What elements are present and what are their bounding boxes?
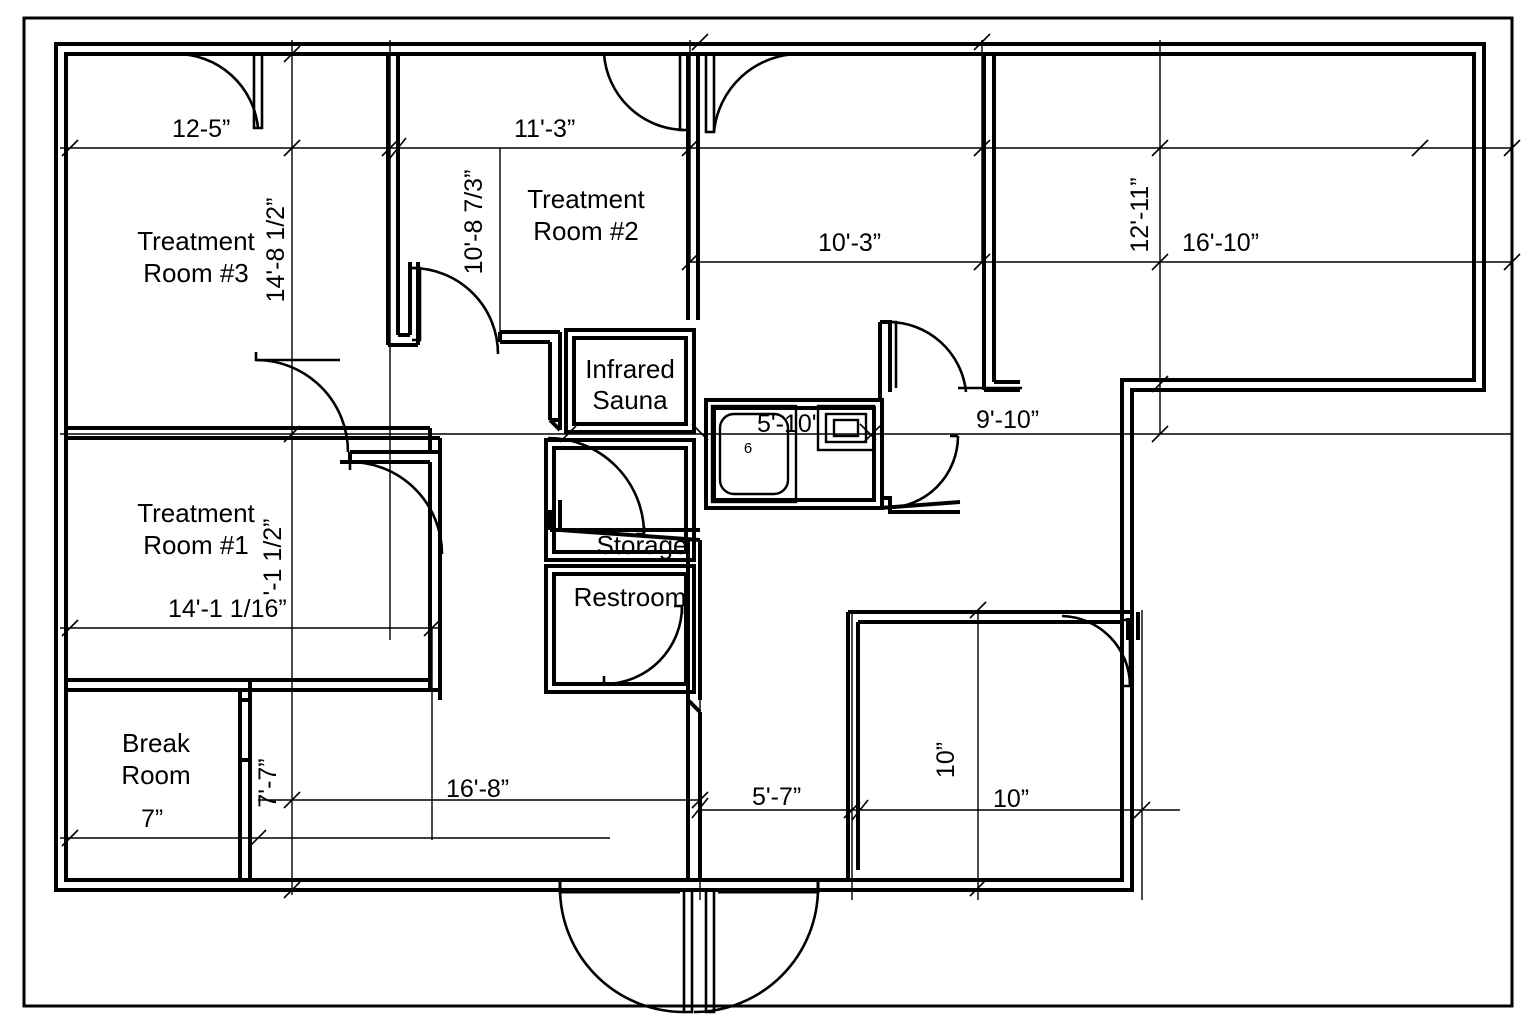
dim-right-room-height: 12'-11”	[1126, 177, 1154, 252]
door-hall-left	[254, 352, 350, 453]
plumbing-fixtures	[710, 404, 876, 504]
door-storage	[547, 436, 646, 536]
fixture-labels: 6	[744, 440, 752, 457]
dim-lower-right-width: 10”	[993, 785, 1029, 813]
door-main-entry-double	[558, 760, 820, 1014]
door-restroom	[602, 604, 684, 686]
room-label-break-room-line1: Break	[122, 728, 191, 758]
door-right-corridor-upper	[887, 320, 1022, 393]
room-label-treatment-room-3-line1: Treatment	[137, 226, 255, 256]
room-label-break-room-line2: Room	[121, 760, 190, 790]
doors	[175, 52, 1132, 1014]
dim-corridor-right-width: 9'-10”	[976, 406, 1039, 434]
room-label-restroom: Restroom	[574, 582, 687, 612]
dim-center-upper-width: 10'-3”	[818, 229, 881, 257]
door-treatment3-top	[175, 52, 264, 130]
interior-partitions	[66, 54, 1140, 890]
dim-break-room-height: 7'-7”	[254, 758, 282, 807]
dim-lower-right-height: 10”	[932, 742, 960, 778]
room-label-treatment-room-2-line1: Treatment	[527, 184, 645, 214]
room-label-storage: Storage	[596, 530, 687, 560]
dim-bath-width: 5'-10'	[757, 410, 817, 438]
sheet-border	[22, 16, 1514, 1008]
door-corridor-top	[704, 52, 801, 134]
dim-lower-center-width: 5'-7”	[752, 783, 801, 811]
door-bathroom	[885, 434, 960, 510]
door-treatment1	[348, 460, 444, 555]
dim-treatment1-height: '-1 1/2”	[259, 518, 287, 595]
room-label-infrared-sauna-line1: Infrared	[585, 354, 675, 384]
room-label-treatment-room-1-line1: Treatment	[137, 498, 255, 528]
dim-break-room-width: 7”	[141, 805, 163, 833]
room-labels: Treatment Room #3 Treatment Room #2 Trea…	[121, 184, 687, 790]
room-label-infrared-sauna-line2: Sauna	[592, 385, 668, 415]
dim-treatment3-height: 14'-8 1/2”	[262, 198, 290, 303]
door-lower-right-office	[1061, 614, 1132, 688]
dim-lower-hall-width: 16'-8”	[446, 775, 509, 803]
dim-top-treatment3-width: 12-5”	[172, 115, 230, 143]
sink-fixture	[816, 404, 876, 452]
dim-top-treatment2-width: 11'-3”	[514, 115, 575, 143]
room-label-treatment-room-1-line2: Room #1	[143, 530, 249, 560]
dim-right-room-width: 16'-10”	[1182, 229, 1259, 257]
door-treatment3-interior	[411, 266, 500, 355]
entry-threshold	[558, 880, 820, 894]
door-treatment2-top	[602, 53, 690, 132]
dimension-labels: 12-5” 11'-3” 10'-3” 16'-10” 9'-10” 5'-10…	[141, 115, 1259, 833]
shower-tub-fixture	[710, 404, 798, 504]
dim-treatment2-height: 10'-8 7/3”	[460, 170, 488, 275]
fixture-label-shower-tub: 6	[744, 440, 752, 457]
room-label-treatment-room-3-line2: Room #3	[143, 258, 249, 288]
room-label-treatment-room-2-line2: Room #2	[533, 216, 639, 246]
dim-treatment1-width: 14'-1 1/16”	[168, 595, 287, 623]
